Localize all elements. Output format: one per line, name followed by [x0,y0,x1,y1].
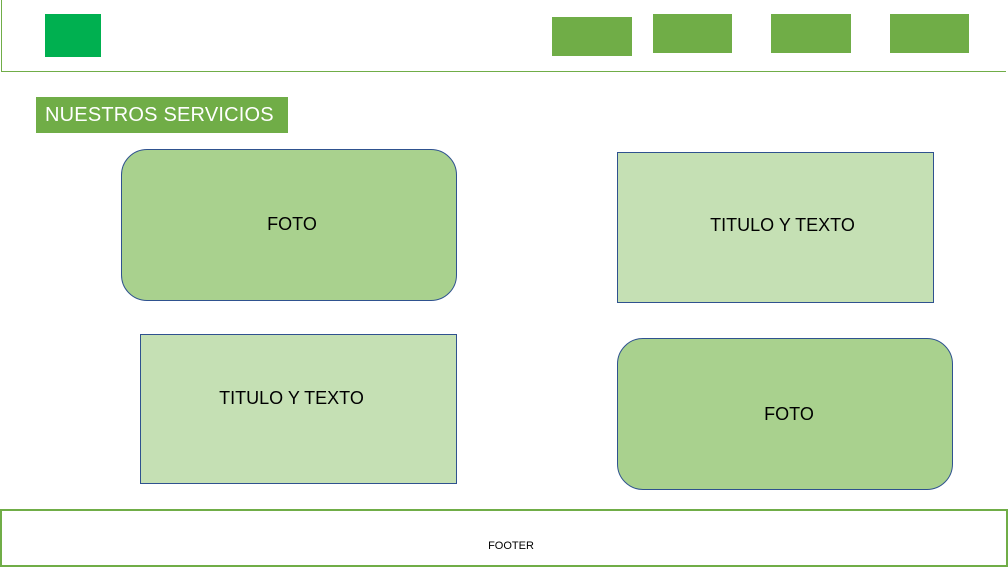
footer-label: FOOTER [488,540,534,552]
footer: FOOTER [0,509,1008,567]
nav-button-1[interactable] [552,17,632,56]
section-title: NUESTROS SERVICIOS [36,97,288,133]
photo-card-label: FOTO [267,213,317,234]
photo-card-1: FOTO [121,149,457,301]
logo[interactable] [45,14,101,57]
nav-button-3[interactable] [771,14,851,53]
photo-card-label: FOTO [764,403,814,424]
nav-button-2[interactable] [653,14,732,53]
header [1,0,1006,72]
nav-button-4[interactable] [890,14,969,53]
text-card-1: TITULO Y TEXTO [617,152,934,303]
text-card-label: TITULO Y TEXTO [710,215,855,235]
text-card-label: TITULO Y TEXTO [219,387,364,408]
photo-card-2: FOTO [617,338,953,490]
text-card-2: TITULO Y TEXTO [140,334,457,484]
